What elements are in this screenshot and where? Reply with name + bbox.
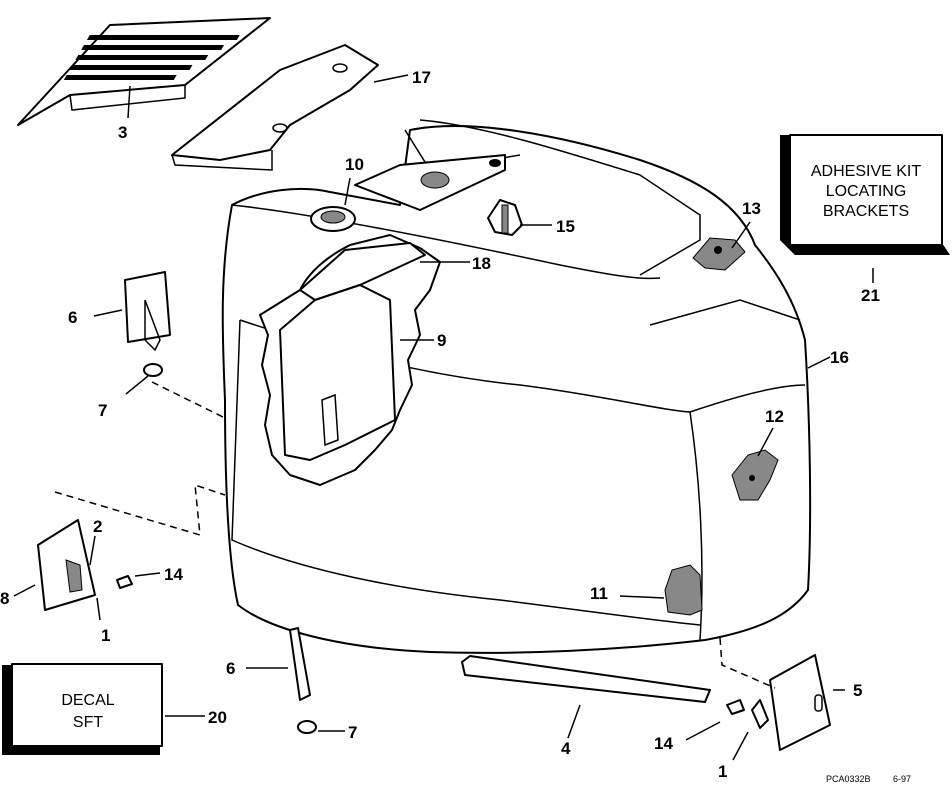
latch-11 bbox=[664, 564, 703, 616]
callout-17: 17 bbox=[412, 68, 431, 87]
screw-14-left bbox=[116, 575, 133, 589]
callout-6-upper: 6 bbox=[68, 308, 77, 327]
callout-21: 21 bbox=[861, 286, 880, 305]
plate-8 bbox=[37, 519, 96, 611]
filler-cap bbox=[310, 206, 356, 232]
callout-14-right: 14 bbox=[654, 734, 673, 753]
decal-box bbox=[2, 663, 163, 755]
callout-9: 9 bbox=[437, 331, 446, 350]
revision-date: 6-97 bbox=[893, 774, 911, 784]
callout-1-left: 1 bbox=[101, 626, 110, 645]
decal-line-2: SFT bbox=[73, 714, 103, 731]
part-code: PCA0332B bbox=[826, 774, 871, 784]
decal-label: DECAL SFT bbox=[61, 692, 114, 731]
flap-6-lower bbox=[289, 627, 311, 701]
adhesive-kit-box bbox=[780, 134, 950, 255]
callout-1-right: 1 bbox=[718, 762, 727, 781]
callout-7-upper: 7 bbox=[98, 401, 107, 420]
decal-line-1: DECAL bbox=[61, 692, 114, 709]
callout-13: 13 bbox=[742, 199, 761, 218]
callout-7-lower: 7 bbox=[348, 723, 357, 742]
latch-12 bbox=[731, 449, 779, 501]
callout-12: 12 bbox=[765, 407, 784, 426]
callout-14-left: 14 bbox=[164, 565, 183, 584]
leader-lines bbox=[13, 74, 874, 761]
alignment-lines bbox=[54, 381, 776, 689]
cutaway-liner bbox=[259, 234, 441, 486]
callout-15: 15 bbox=[556, 217, 575, 236]
top-cover bbox=[171, 44, 379, 171]
plate-5 bbox=[769, 654, 831, 751]
callout-11: 11 bbox=[590, 584, 608, 603]
callout-8: 8 bbox=[0, 589, 9, 608]
callouts: 3 17 10 15 13 18 9 16 12 11 6 7 2 14 8 1… bbox=[0, 68, 880, 781]
callout-2: 2 bbox=[93, 517, 102, 536]
flap-6-upper bbox=[124, 271, 171, 352]
screw-14-right bbox=[726, 699, 745, 715]
adhesive-line-1: ADHESIVE KIT bbox=[811, 163, 921, 180]
adhesive-line-2: LOCATING bbox=[826, 183, 907, 200]
callout-4: 4 bbox=[561, 739, 571, 758]
intake-grille bbox=[354, 154, 506, 211]
plug-7-upper bbox=[143, 363, 163, 377]
adhesive-line-3: BRACKETS bbox=[823, 203, 909, 220]
plug-7-lower bbox=[297, 720, 317, 734]
callout-6-lower: 6 bbox=[226, 659, 235, 678]
callout-16: 16 bbox=[830, 348, 849, 367]
trim-strip-4 bbox=[461, 655, 711, 703]
adhesive-kit-label: ADHESIVE KIT LOCATING BRACKETS bbox=[811, 163, 921, 220]
top-grille bbox=[17, 17, 271, 126]
callout-5: 5 bbox=[853, 681, 862, 700]
clip-1-right bbox=[751, 699, 769, 729]
callout-20: 20 bbox=[208, 708, 227, 727]
callout-18: 18 bbox=[472, 254, 491, 273]
callout-3: 3 bbox=[118, 123, 127, 142]
callout-10: 10 bbox=[345, 155, 364, 174]
bracket-13 bbox=[692, 237, 746, 271]
